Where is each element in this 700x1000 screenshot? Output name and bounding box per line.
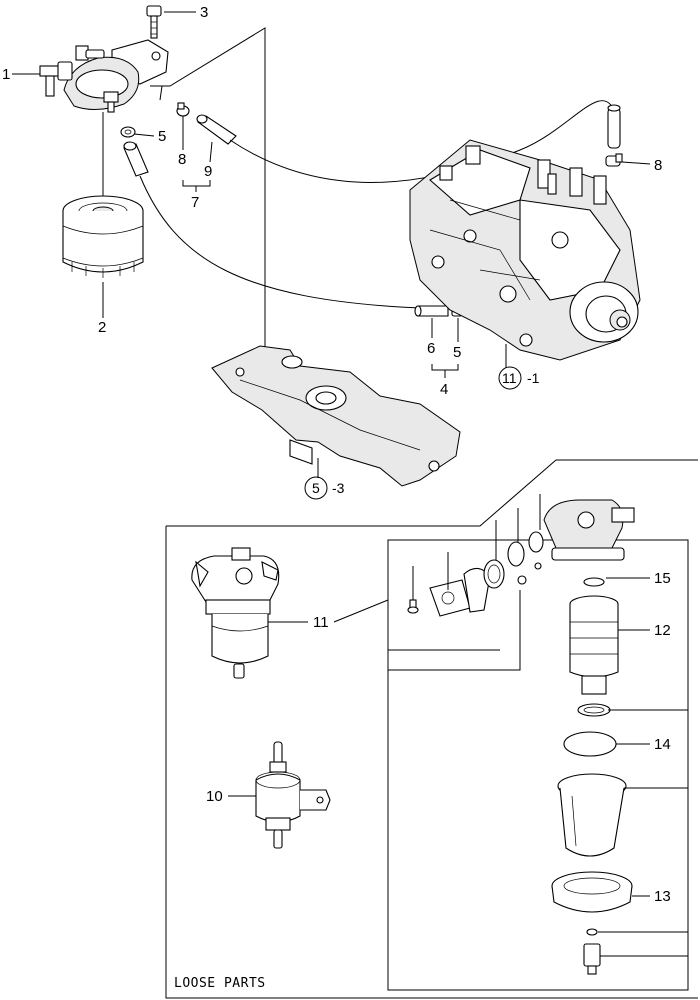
callout-1: 1 <box>2 66 10 83</box>
ref-callout-5-number: 5 <box>312 480 320 496</box>
callout-13: 13 <box>654 888 671 905</box>
callout-8-right: 8 <box>654 157 662 174</box>
ref-callout-11-number: 11 <box>502 370 517 386</box>
ref-callout-5-bracket: 5 -3 <box>304 476 345 500</box>
fuel-pump-10 <box>255 741 331 849</box>
loose-parts-panel <box>165 459 698 999</box>
callout-6: 6 <box>427 340 435 357</box>
callout-5-lower: 5 <box>453 344 461 361</box>
filter-head-assembly <box>39 5 169 113</box>
callout-8-upper: 8 <box>178 151 186 168</box>
injection-pump <box>409 139 641 361</box>
callout-2: 2 <box>98 319 106 336</box>
hose-and-clamp-set-right <box>605 104 623 167</box>
top-area-leaders <box>12 11 651 478</box>
callout-9: 9 <box>204 163 212 180</box>
ref-callout-11-pump: 11 -1 <box>498 366 540 390</box>
ref-callout-5-suffix: -3 <box>332 480 345 496</box>
callout-7: 7 <box>191 194 199 211</box>
callout-3: 3 <box>200 4 208 21</box>
callout-11-loose: 11 <box>313 614 329 631</box>
callout-4: 4 <box>440 381 448 398</box>
loose-parts-leaders <box>228 494 688 957</box>
callout-12: 12 <box>654 622 671 639</box>
callout-15: 15 <box>654 570 671 587</box>
mounting-bracket <box>211 345 461 487</box>
filter-assembly-11 <box>191 547 280 679</box>
filter-cartridge <box>62 195 144 278</box>
loose-parts-caption: LOOSE PARTS <box>174 976 266 991</box>
callout-14: 14 <box>654 736 671 753</box>
ref-callout-11-suffix: -1 <box>527 370 540 386</box>
hose-and-clamp-set-upper <box>120 102 237 177</box>
filter-exploded-components <box>407 499 635 975</box>
callout-5-upper: 5 <box>158 128 166 145</box>
callout-10: 10 <box>206 788 223 805</box>
